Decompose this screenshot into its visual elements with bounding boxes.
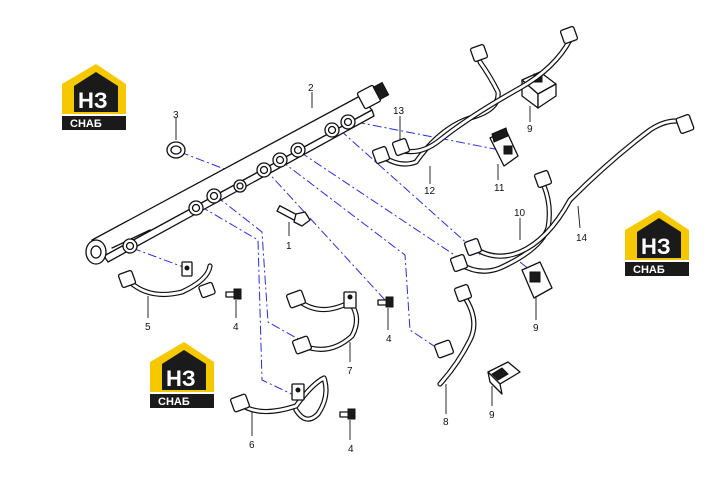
pipe-clamp-bottom: [487, 361, 521, 395]
svg-text:НЗ: НЗ: [78, 88, 108, 113]
callout-3: 3: [173, 110, 179, 121]
callout-10: 10: [514, 208, 526, 219]
injection-pipe-10: [449, 169, 553, 274]
injection-pipe-14: [463, 114, 695, 259]
brand-logo-bottom-left: НЗ СНАБ: [150, 342, 214, 408]
injection-pipe-7: [286, 289, 360, 355]
callout-12: 12: [424, 186, 436, 197]
svg-text:СНАБ: СНАБ: [70, 118, 102, 130]
bracket-bolt-bottom: [339, 408, 356, 420]
injection-pipe-6: [230, 375, 329, 422]
callout-9-top: 9: [527, 124, 533, 135]
bracket-bolts: [225, 288, 394, 420]
callout-9-mid: 9: [533, 323, 539, 334]
fuel-rail: [85, 81, 390, 265]
injection-pipe-12: [371, 25, 579, 167]
mounting-bolt: [276, 205, 311, 227]
rail-plug: [166, 141, 186, 159]
callout-11: 11: [494, 183, 505, 194]
brand-logo-right: НЗ СНАБ: [625, 210, 689, 276]
injection-pipe-8: [434, 283, 477, 387]
callout-4-left: 4: [233, 322, 239, 333]
callout-6: 6: [249, 440, 255, 451]
callout-9-bottom: 9: [489, 410, 495, 421]
callout-leaders: [147, 92, 581, 440]
bracket-bolt-left: [225, 288, 242, 300]
callout-2: 2: [308, 83, 314, 94]
callout-14: 14: [576, 233, 588, 244]
pipe-clamp-11: [489, 127, 519, 167]
callout-4-mid: 4: [386, 334, 392, 345]
svg-text:СНАБ: СНАБ: [158, 396, 190, 408]
callout-13: 13: [393, 106, 405, 117]
brand-logo-top-left: НЗ СНАБ: [62, 64, 126, 130]
injection-pipe-5: [117, 261, 216, 299]
callout-1: 1: [286, 241, 292, 252]
callout-7: 7: [347, 366, 353, 377]
pipe-clamp-mid: [521, 261, 553, 299]
callout-8: 8: [443, 417, 449, 428]
callout-5: 5: [145, 322, 151, 333]
bracket-bolt-mid: [377, 296, 394, 308]
assembly-guide-lines: [131, 74, 541, 399]
svg-text:НЗ: НЗ: [641, 234, 671, 259]
svg-text:НЗ: НЗ: [166, 366, 196, 391]
callout-4-bottom: 4: [348, 444, 354, 455]
callout-labels: 1 2 3 4 4 4 5 6 7 8 9 9 9 9 10 11 12 13 …: [145, 83, 588, 455]
svg-text:СНАБ: СНАБ: [633, 264, 665, 276]
rail-outlet-ports: [122, 114, 356, 254]
